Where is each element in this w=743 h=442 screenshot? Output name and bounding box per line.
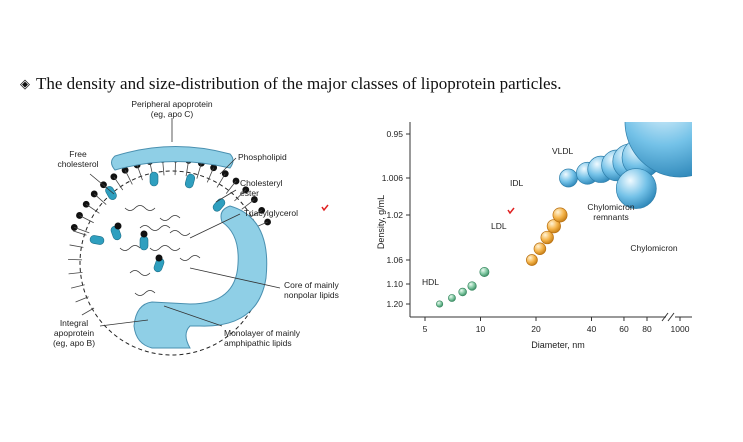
particle-idl xyxy=(559,168,578,188)
cholesterol-capsules xyxy=(89,171,226,273)
series-label-ldl: LDL xyxy=(491,221,507,231)
lipid-tail xyxy=(72,230,87,236)
particle-chylomicron-remnants xyxy=(615,168,657,209)
x-tick-label: 20 xyxy=(531,324,541,334)
lipid-tail xyxy=(75,296,89,303)
leader-lines xyxy=(89,118,281,327)
lipid-head-dot xyxy=(264,218,271,226)
red-check-mark xyxy=(321,204,329,212)
label-chol-ester-2: ester xyxy=(240,188,259,198)
label-free-chol-1: Free xyxy=(69,149,87,159)
x-tick-label: 5 xyxy=(423,324,428,334)
diamond-bullet-icon: ◈ xyxy=(20,76,30,91)
label-integral-3: (eg, apo B) xyxy=(53,338,95,348)
lipid-tail xyxy=(68,272,83,275)
x-tick-label: 10 xyxy=(476,324,486,334)
lipoprotein-structure-diagram: Peripheral apoprotein (eg, apo C) Free c… xyxy=(53,99,340,356)
lipid-head-dot xyxy=(232,177,240,185)
lipid-tail xyxy=(79,215,94,224)
series-label-chylomicron-remnants: remnants xyxy=(593,212,628,222)
lipid-head-dot xyxy=(210,164,218,172)
red-check-mark xyxy=(507,207,515,215)
lipid-tail xyxy=(136,164,143,181)
x-ticks: 5 10 20 40 60 80 1000 xyxy=(423,317,690,334)
label-chol-ester-1: Cholesteryl xyxy=(240,178,283,188)
integral-apoprotein xyxy=(133,205,268,349)
lipid-tail xyxy=(206,167,215,183)
label-core-2: nonpolar lipids xyxy=(284,290,339,300)
lipid-tail xyxy=(216,173,226,188)
ester-heads xyxy=(114,222,163,262)
lipid-tail xyxy=(124,169,133,185)
particle-ldl xyxy=(533,242,547,256)
y-tick-label: 0.95 xyxy=(386,129,403,139)
slide-title: The density and size-distribution of the… xyxy=(36,74,562,93)
particle-hdl xyxy=(479,267,490,277)
y-tick-label: 1.06 xyxy=(386,255,403,265)
particle-ldl xyxy=(546,219,561,234)
density-diameter-chart: 0.95 1.006 1.02 1.06 1.10 1.20 5 10 20 40 60 80 100… xyxy=(376,122,692,350)
series-label-idl: IDL xyxy=(510,178,524,188)
particle-ldl xyxy=(526,254,538,266)
label-monolayer-2: amphipathic lipids xyxy=(224,338,292,348)
particle-ldl xyxy=(552,207,568,223)
data-marks xyxy=(436,122,692,308)
lipid-tail xyxy=(85,203,100,214)
x-tick-label: 80 xyxy=(642,324,652,334)
lipid-tail xyxy=(185,160,190,177)
lipid-tail xyxy=(70,284,85,289)
lipid-tail xyxy=(81,307,95,316)
peripheral-apoprotein xyxy=(111,145,234,171)
y-tick-label: 1.006 xyxy=(382,173,404,183)
lipid-tail xyxy=(241,199,255,210)
y-tick-label: 1.10 xyxy=(386,279,403,289)
x-tick-label: 40 xyxy=(587,324,597,334)
label-triacylglycerol: Triacylglycerol xyxy=(244,208,298,218)
x-axis-label: Diameter, nm xyxy=(531,340,585,350)
y-tick-label: 1.20 xyxy=(386,299,403,309)
series-label-vldl: VLDL xyxy=(552,146,574,156)
y-axis-label: Density, g/mL xyxy=(376,195,386,249)
label-free-chol-2: cholesterol xyxy=(57,159,98,169)
y-ticks: 0.95 1.006 1.02 1.06 1.10 1.20 xyxy=(382,129,410,309)
x-tick-label: 60 xyxy=(619,324,629,334)
particle-hdl xyxy=(436,300,444,308)
x-tick-label: 1000 xyxy=(671,324,690,334)
lipid-head-dot xyxy=(221,170,229,178)
series-label-chylomicron: Chylomicron xyxy=(630,243,678,253)
lipid-tail xyxy=(234,189,247,202)
y-tick-label: 1.02 xyxy=(386,210,403,220)
label-core-1: Core of mainly xyxy=(284,280,340,290)
particle-hdl xyxy=(448,294,456,302)
lipid-head-dot xyxy=(258,206,266,214)
particle-ldl xyxy=(540,230,554,245)
particle-hdl xyxy=(458,287,467,297)
lipid-tail xyxy=(113,176,124,191)
label-integral-2: apoprotein xyxy=(54,328,94,338)
series-label-hdl: HDL xyxy=(422,277,439,287)
label-peripheral-1: Peripheral apoprotein xyxy=(131,99,213,109)
label-peripheral-2: (eg, apo C) xyxy=(151,109,194,119)
lipid-tail xyxy=(196,163,202,179)
lipid-tail xyxy=(74,227,90,234)
lipid-tail xyxy=(93,193,107,205)
label-phospholipid: Phospholipid xyxy=(238,152,287,162)
particle-hdl xyxy=(467,281,477,291)
label-monolayer-1: Monolayer of mainly xyxy=(224,328,301,338)
label-integral-1: Integral xyxy=(60,318,88,328)
lipid-head-dot xyxy=(76,212,83,219)
core-lipid-chains xyxy=(119,205,201,296)
series-labels: HDLLDLIDLVLDLChylomicronremnantsChylomic… xyxy=(422,146,678,287)
particle-chylomicron xyxy=(624,122,692,178)
lipid-tail xyxy=(225,180,237,194)
slide-heading: ◈ The density and size-distribution of th… xyxy=(20,74,561,94)
series-label-chylomicron-remnants: Chylomicron xyxy=(587,202,635,212)
lipid-tail xyxy=(69,244,84,248)
